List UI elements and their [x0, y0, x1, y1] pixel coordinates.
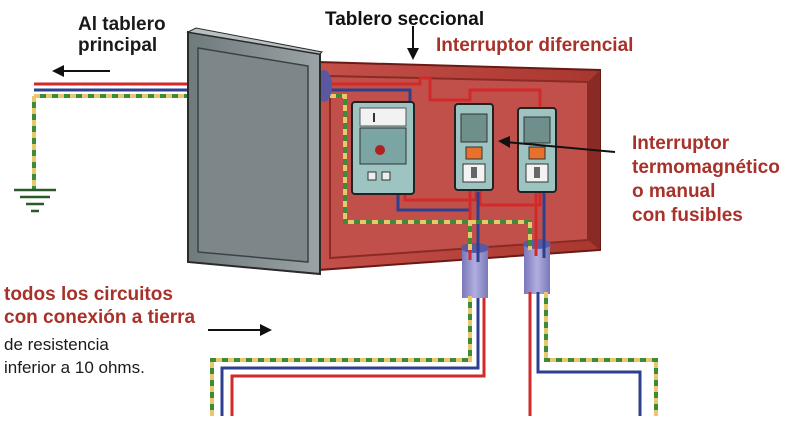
enclosure-door	[186, 27, 324, 276]
label-line: inferior a 10 ohms.	[4, 358, 145, 377]
label-todos-circuitos: todos los circuitos con conexión a tierr…	[4, 283, 195, 329]
label-line: con conexión a tierra	[4, 307, 196, 328]
differential-breaker	[351, 101, 415, 195]
breaker-2	[517, 107, 557, 193]
arrow-termo-icon	[498, 136, 616, 153]
label-interruptor-diferencial: Interruptor diferencial	[436, 35, 634, 56]
label-al-tablero: Al tablero principal	[78, 14, 166, 56]
label-line: todos los circuitos	[4, 284, 173, 305]
label-line: de resistencia	[4, 335, 109, 354]
label-line: con fusibles	[632, 205, 743, 226]
ground-icon	[14, 188, 56, 213]
label-resistencia: de resistencia inferior a 10 ohms.	[4, 333, 145, 379]
arrow-tablero-icon	[407, 26, 419, 60]
label-line: Al tablero	[78, 14, 166, 35]
label-line: principal	[78, 35, 158, 56]
breaker-1	[454, 103, 494, 191]
arrow-tierra-icon	[208, 324, 272, 336]
label-line: o manual	[632, 181, 716, 202]
label-line: Interruptor	[632, 133, 730, 154]
label-line: termomagnético	[632, 157, 780, 178]
left-arrow-icon	[52, 65, 110, 77]
label-tablero-seccional: Tablero seccional	[325, 9, 485, 30]
circuit-wires	[210, 292, 658, 416]
internal-wires	[330, 76, 546, 262]
label-interruptor-termomagnetico: Interruptor termomagnético o manual con …	[632, 132, 780, 228]
